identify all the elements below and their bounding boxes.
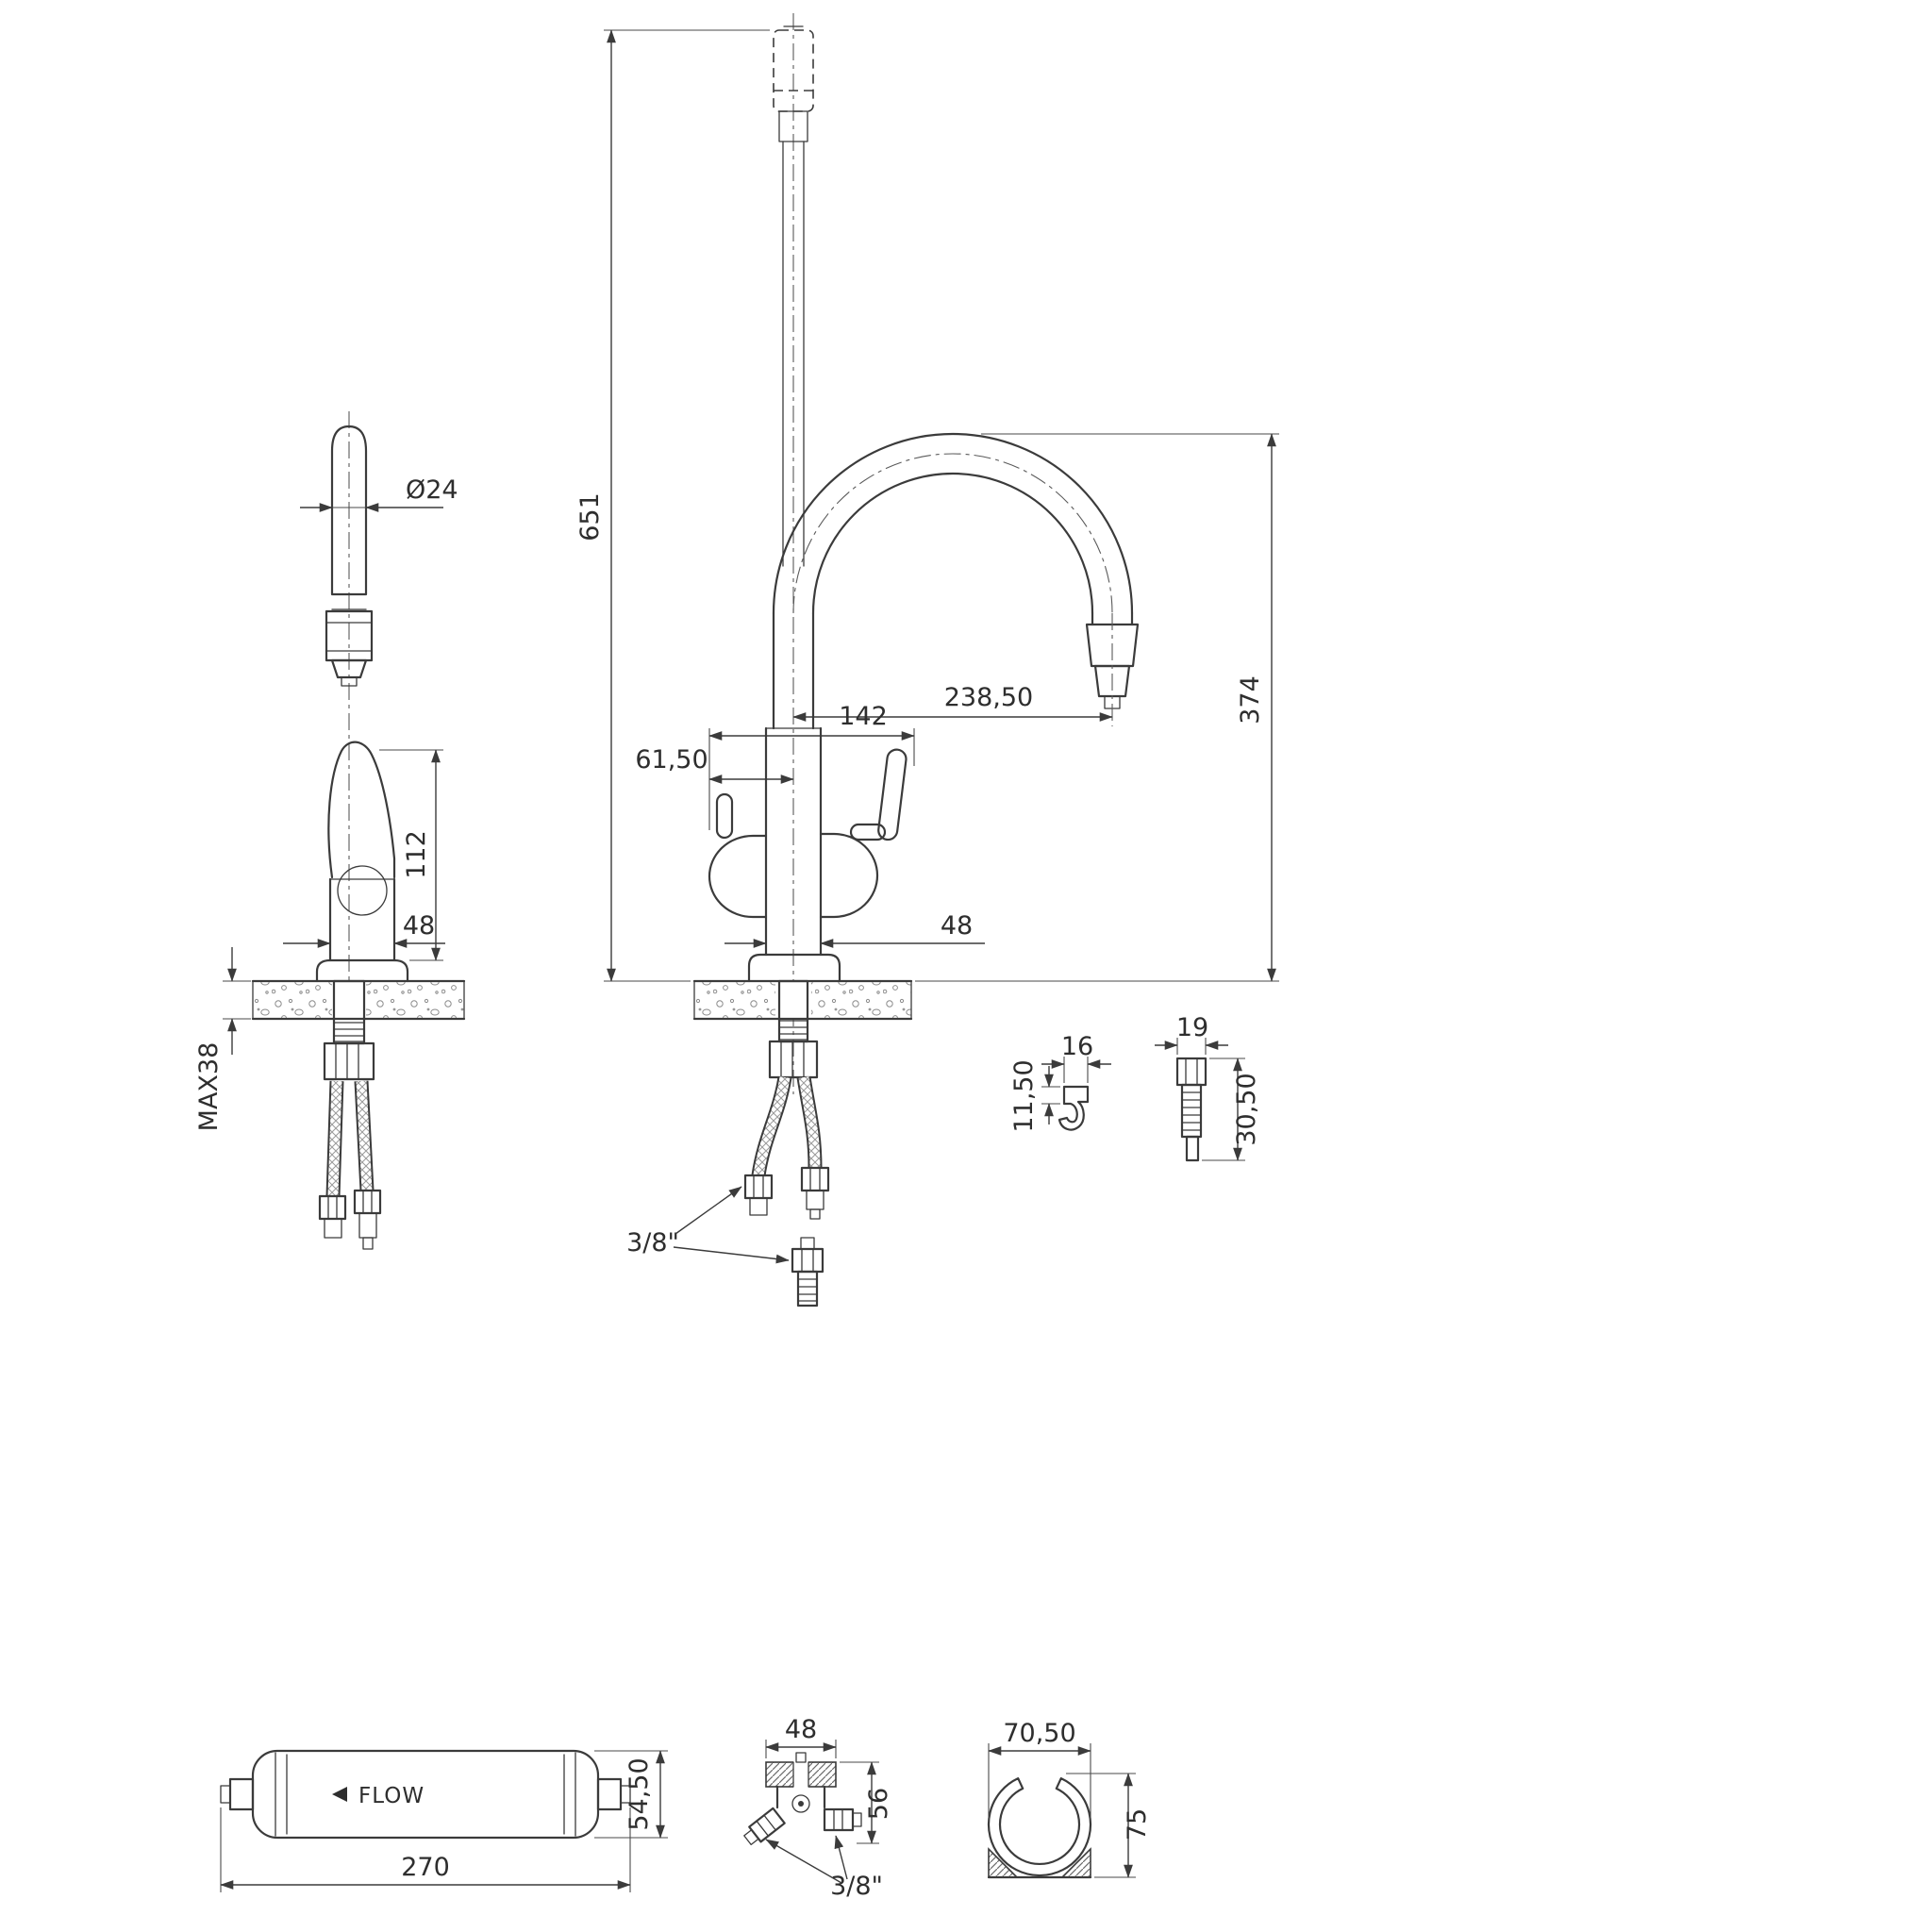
side-aerator-tip (341, 676, 358, 687)
clip-ring (987, 1777, 1092, 1877)
filter-cartridge: FLOW 270 54,50 (220, 1749, 668, 1892)
side-mounting-nut (323, 1041, 375, 1081)
front-right-hub (819, 832, 879, 919)
label-adapter-length: 30,50 (1232, 1073, 1261, 1145)
label-spout-reach: 238,50 (944, 683, 1033, 712)
label-handle-offset: 61,50 (635, 745, 708, 774)
valve-ball (791, 1794, 810, 1813)
front-braided-hoses (743, 1075, 830, 1220)
front-countertop (692, 979, 913, 1021)
front-gooseneck-spout (772, 432, 1140, 730)
dim-side-body-width: 48 (283, 911, 445, 948)
dim-side-spout-diameter: Ø24 (300, 475, 458, 512)
label-collet-height: 11,50 (1009, 1059, 1039, 1132)
detail-adapter: 19 30,50 (1155, 1013, 1261, 1162)
side-shank-threads (333, 1022, 365, 1042)
label-clip-width: 70,50 (1003, 1719, 1075, 1748)
label-flow: FLOW (358, 1784, 425, 1808)
front-body (708, 726, 908, 983)
front-view: 3/8" 651 374 238,50 142 (575, 13, 1279, 1307)
label-adapter-width: 19 (1176, 1013, 1208, 1042)
side-braided-hoses (318, 1080, 382, 1250)
valve-right-outlet (823, 1807, 862, 1832)
dim-adapter-width: 19 (1155, 1013, 1228, 1055)
label-total-height: 651 (575, 492, 605, 541)
filter-flow-marking: FLOW (332, 1784, 425, 1808)
label-max-counter-thickness: MAX38 (194, 1042, 224, 1132)
front-hose-adapter (791, 1237, 824, 1307)
front-hose-thread-callout: 3/8" (626, 1186, 790, 1264)
front-hose-collar (778, 110, 808, 142)
label-filter-length: 270 (401, 1853, 450, 1882)
front-left-handle (715, 792, 734, 840)
dim-side-max-counter: MAX38 (194, 947, 251, 1131)
valve-stem (795, 1752, 807, 1763)
dim-filter-length: 270 (220, 1807, 631, 1892)
front-base-flange (747, 953, 841, 983)
filter-left-port (228, 1777, 255, 1811)
dim-front-handle-offset: 61,50 (635, 745, 794, 784)
front-right-handle (877, 748, 908, 841)
filter-right-port (596, 1777, 623, 1811)
dim-clip-height: 75 (1066, 1773, 1152, 1878)
side-countertop (251, 979, 466, 1021)
dim-adapter-length: 30,50 (1202, 1058, 1261, 1161)
collet-part (1058, 1085, 1090, 1131)
dim-collet-width: 16 (1041, 1032, 1111, 1083)
side-spray-head (325, 609, 374, 662)
dim-front-body-width: 48 (724, 911, 985, 948)
dim-front-total-height: 651 (575, 29, 770, 982)
valve-thread-callout: 3/8" (765, 1835, 883, 1901)
label-side-body-width: 48 (403, 911, 435, 941)
label-handles-span: 142 (839, 702, 888, 731)
diverter-valve: 48 56 3/8" (743, 1715, 893, 1901)
dim-valve-width: 48 (765, 1715, 837, 1758)
side-handle-lever (327, 741, 396, 879)
label-filter-diameter: 54,50 (625, 1757, 654, 1830)
label-valve-width: 48 (785, 1715, 817, 1744)
dim-front-spout-reach: 238,50 (792, 683, 1113, 722)
label-front-hose-thread: 3/8" (626, 1228, 679, 1257)
flow-direction-arrow-icon (332, 1787, 347, 1802)
label-spout-height: 374 (1236, 675, 1265, 724)
adapter-tip (1185, 1135, 1200, 1162)
front-mounting-nut (768, 1040, 819, 1079)
dim-valve-height: 56 (840, 1761, 893, 1844)
label-spout-diameter: Ø24 (406, 475, 458, 505)
detail-collet: 16 11,50 (1009, 1032, 1111, 1133)
dim-front-spout-height: 374 (915, 433, 1279, 982)
side-view: Ø24 112 48 MAX38 (194, 411, 466, 1250)
dim-collet-height: 11,50 (1009, 1059, 1060, 1133)
filter-body (251, 1749, 600, 1840)
pipe-clip: 70,50 75 (987, 1719, 1152, 1879)
label-collet-width: 16 (1061, 1032, 1093, 1061)
dim-clip-width: 70,50 (988, 1719, 1091, 1819)
label-valve-height: 56 (864, 1788, 893, 1820)
side-base-flange (315, 958, 409, 983)
adapter-hex-head (1175, 1057, 1208, 1087)
label-valve-thread: 3/8" (830, 1872, 883, 1901)
clip-left-foot (988, 1847, 1019, 1878)
dim-side-body-height: 112 (379, 749, 443, 961)
clip-right-foot (1060, 1847, 1091, 1878)
valve-left-outlet (743, 1807, 786, 1846)
side-spout-wand (330, 425, 368, 596)
label-front-body-width: 48 (941, 911, 973, 941)
front-left-hub (708, 834, 768, 919)
front-sprayhead-phantom (773, 29, 814, 112)
dim-front-handles-span: 142 (708, 702, 915, 830)
side-handle-ball-joint (337, 865, 388, 916)
dim-filter-diameter: 54,50 (594, 1750, 668, 1839)
label-clip-height: 75 (1123, 1808, 1152, 1840)
label-side-body-height: 112 (402, 830, 431, 879)
front-spout-head (1085, 623, 1140, 668)
